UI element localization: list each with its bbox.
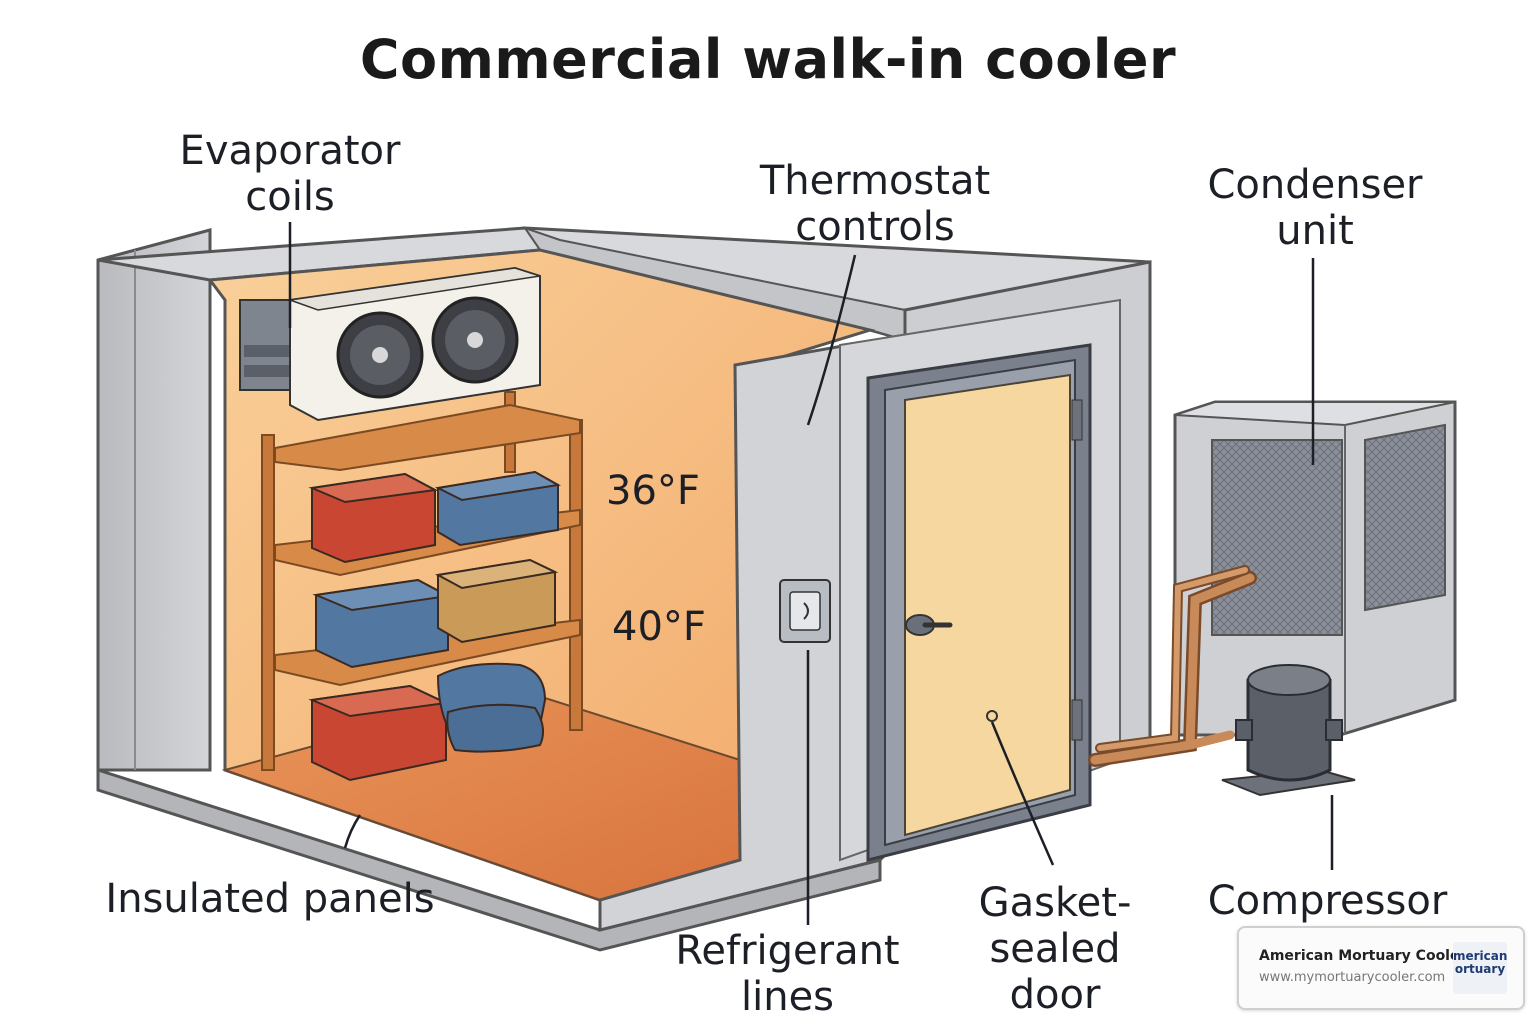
leader-lines (288, 222, 1334, 925)
label-insulated-panels: Insulated panels (105, 876, 435, 922)
label-evaporator-coils: Evaporator coils (179, 128, 401, 220)
evaporator-unit (239, 266, 541, 422)
stored-boxes (308, 470, 561, 782)
page-title: Commercial walk-in cooler (359, 28, 1177, 91)
label-refrigerant-lines: Refrigerant lines (675, 928, 900, 1020)
gasket-sealed-door (866, 343, 1092, 862)
label-thermostat-controls: Thermostat controls (759, 158, 991, 250)
watermark-logo: merican ortuary (1453, 942, 1507, 994)
label-condenser-unit: Condenser unit (1207, 162, 1423, 254)
insulated-panels (96, 226, 1151, 952)
temperature-upper: 36°F (606, 468, 700, 514)
label-gasket-sealed-door: Gasket- sealed door (978, 880, 1132, 1018)
condenser-unit (1173, 400, 1457, 737)
label-compressor: Compressor (1207, 878, 1448, 924)
watermark-url: www.mymortuarycooler.com (1259, 970, 1446, 985)
watermark-badge: American Mortuary Coolers www.mymortuary… (1237, 926, 1525, 1010)
watermark-company: American Mortuary Coolers (1259, 948, 1475, 964)
refrigerant-lines (1088, 565, 1257, 767)
thermostat-box (779, 579, 831, 643)
temperature-lower: 40°F (612, 604, 706, 650)
compressor (1221, 664, 1356, 797)
watermark-logo-text: merican ortuary (1453, 949, 1507, 976)
